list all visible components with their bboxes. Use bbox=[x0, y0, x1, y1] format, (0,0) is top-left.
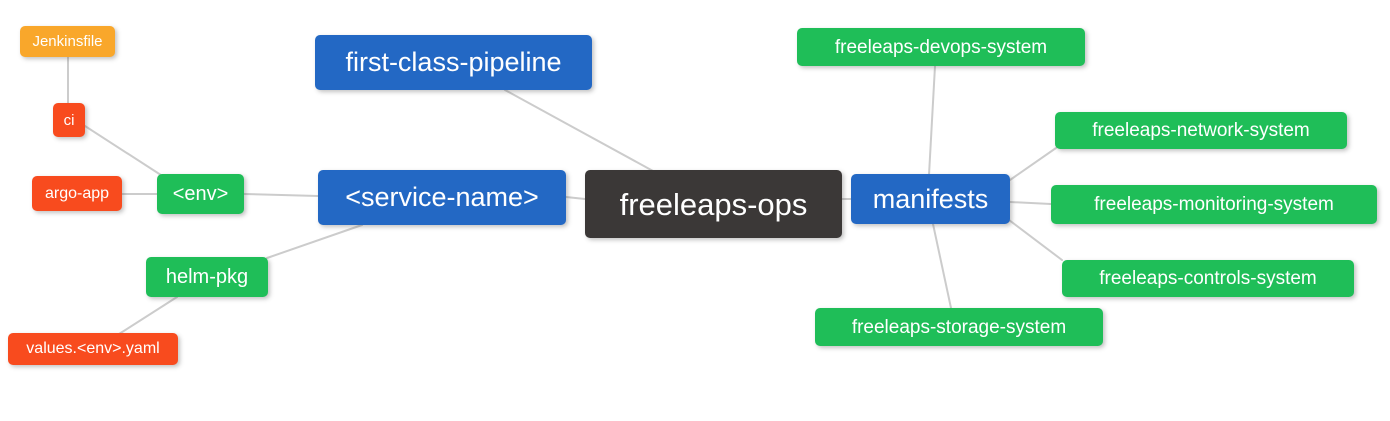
edge-manifests--freeleaps-controls-system bbox=[1008, 219, 1063, 261]
node-service-name[interactable]: <service-name> bbox=[318, 170, 566, 225]
node-freeleaps-monitoring-system[interactable]: freeleaps-monitoring-system bbox=[1051, 185, 1377, 224]
node-argo-app[interactable]: argo-app bbox=[32, 176, 122, 211]
node-label: <service-name> bbox=[345, 182, 539, 212]
edge-ci--env bbox=[84, 125, 165, 178]
node-label: first-class-pipeline bbox=[345, 47, 562, 77]
edge-service-name--helm-pkg bbox=[266, 224, 363, 259]
node-label: Jenkinsfile bbox=[32, 33, 103, 50]
node-freeleaps-storage-system[interactable]: freeleaps-storage-system bbox=[815, 308, 1103, 346]
node-label: freeleaps-monitoring-system bbox=[1094, 194, 1334, 215]
node-freeleaps-network-system[interactable]: freeleaps-network-system bbox=[1055, 112, 1347, 149]
node-label: freeleaps-ops bbox=[619, 186, 808, 222]
node-freeleaps-controls-system[interactable]: freeleaps-controls-system bbox=[1062, 260, 1354, 297]
node-label: values.<env>.yaml bbox=[26, 340, 160, 357]
edge-manifests--freeleaps-network-system bbox=[1009, 147, 1057, 181]
node-freeleaps-ops[interactable]: freeleaps-ops bbox=[585, 170, 842, 238]
node-label: freeleaps-controls-system bbox=[1099, 268, 1317, 289]
node-label: <env> bbox=[172, 183, 229, 205]
node-label: manifests bbox=[872, 183, 989, 214]
node-label: argo-app bbox=[44, 184, 110, 202]
node-manifests[interactable]: manifests bbox=[851, 174, 1010, 224]
node-label: freeleaps-storage-system bbox=[851, 316, 1067, 338]
node-helm-pkg[interactable]: helm-pkg bbox=[146, 257, 268, 297]
edge-helm-pkg--values-env-yaml bbox=[118, 296, 178, 335]
node-jenkinsfile[interactable]: Jenkinsfile bbox=[20, 26, 115, 57]
node-env[interactable]: <env> bbox=[157, 174, 244, 214]
edge-first-class-pipeline--freeleaps-ops bbox=[504, 89, 654, 172]
node-label: freeleaps-network-system bbox=[1092, 120, 1310, 141]
edge-service-name--freeleaps-ops bbox=[565, 196, 586, 200]
node-label: helm-pkg bbox=[165, 266, 249, 288]
edge-env--service-name bbox=[243, 193, 319, 197]
node-first-class-pipeline[interactable]: first-class-pipeline bbox=[315, 35, 592, 90]
edge-manifests--freeleaps-monitoring-system bbox=[1009, 201, 1052, 205]
node-ci[interactable]: ci bbox=[53, 103, 85, 137]
node-label: ci bbox=[63, 111, 75, 129]
node-values-env-yaml[interactable]: values.<env>.yaml bbox=[8, 333, 178, 365]
edge-manifests--freeleaps-devops-system bbox=[928, 65, 936, 176]
node-label: freeleaps-devops-system bbox=[834, 36, 1048, 58]
node-freeleaps-devops-system[interactable]: freeleaps-devops-system bbox=[797, 28, 1085, 66]
edge-manifests--freeleaps-storage-system bbox=[932, 223, 952, 309]
